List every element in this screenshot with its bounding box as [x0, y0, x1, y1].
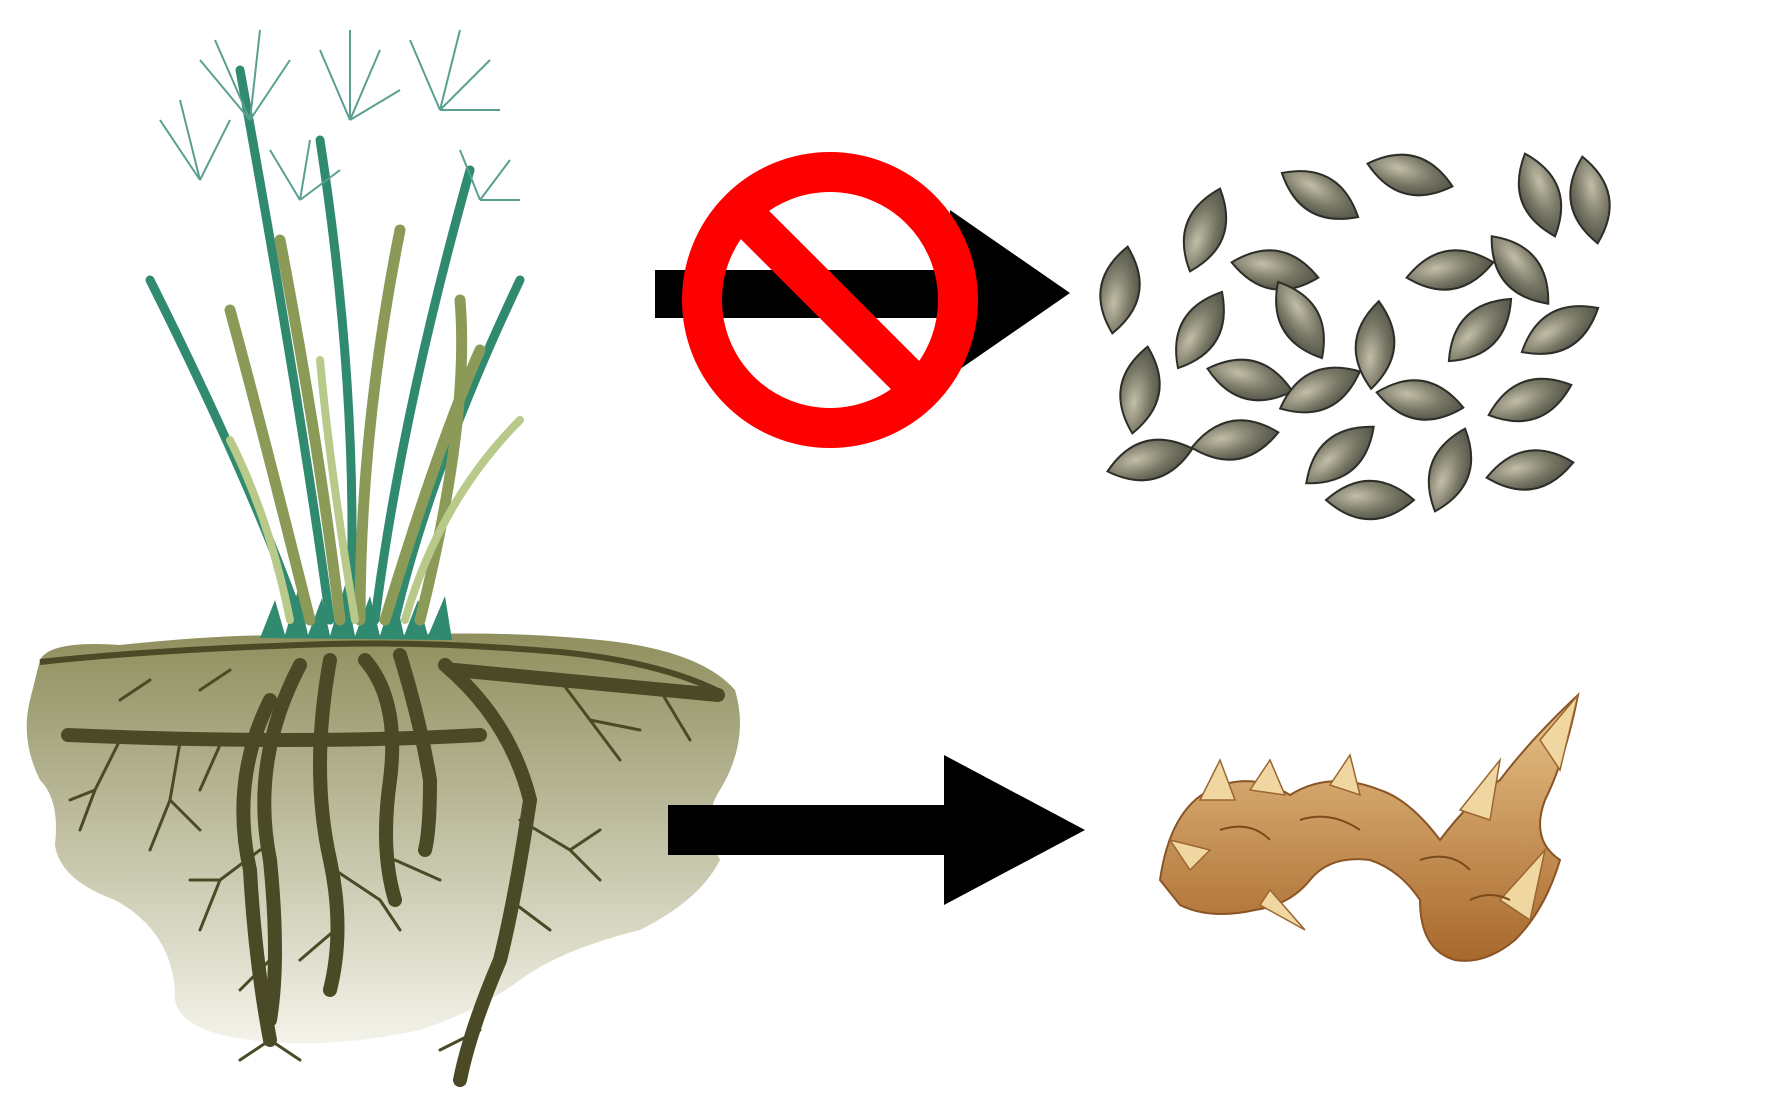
seed [1403, 243, 1496, 296]
seed [1272, 156, 1367, 233]
seed [1435, 285, 1524, 374]
seed [1507, 147, 1573, 243]
grass-leaves [150, 70, 520, 620]
seed [1483, 443, 1576, 496]
seed [1326, 481, 1414, 519]
seed [1113, 343, 1166, 436]
seed [1172, 182, 1238, 278]
seeds-icon [1093, 145, 1616, 519]
rhizome-icon [1160, 695, 1578, 961]
seed [1093, 243, 1146, 336]
seed [1563, 153, 1616, 246]
seed [1188, 413, 1281, 466]
seed [1103, 430, 1198, 490]
arrow-to-rhizome [668, 755, 1085, 905]
seed [1352, 299, 1398, 390]
seed [1363, 145, 1458, 205]
seed [1512, 291, 1607, 368]
seed [1417, 422, 1483, 518]
seed [1482, 367, 1578, 433]
seed [1373, 373, 1466, 426]
seed [1228, 243, 1321, 296]
grass-plant-with-roots-icon [27, 30, 740, 1080]
